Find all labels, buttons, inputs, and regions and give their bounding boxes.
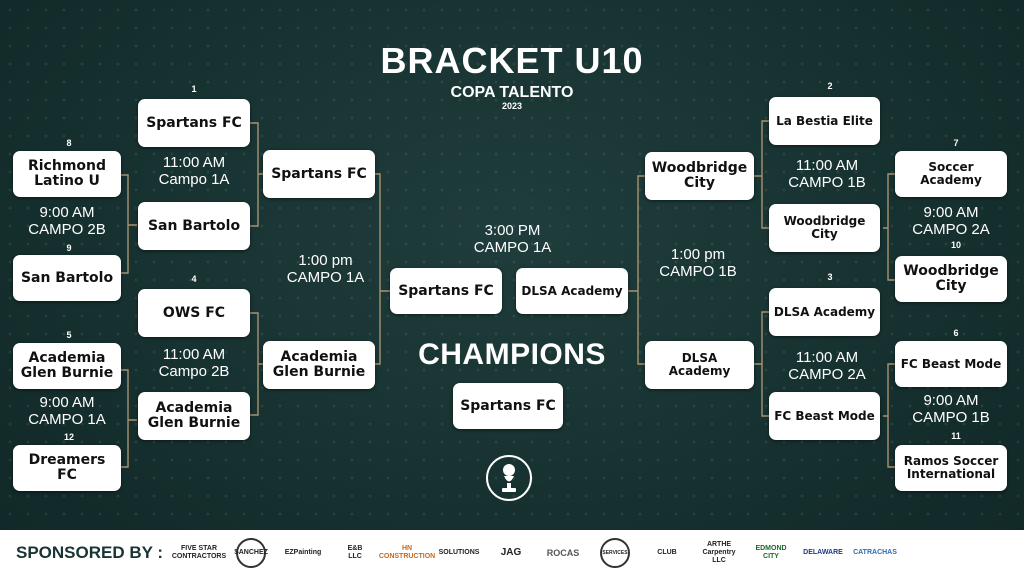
team-slot[interactable]: La Bestia Elite <box>769 97 880 145</box>
team-slot[interactable]: DLSA Academy <box>645 341 754 389</box>
connector-line <box>754 311 769 417</box>
team-slot[interactable]: Dreamers FC <box>13 445 121 491</box>
sponsor-logo: EDMOND CITY <box>755 545 787 560</box>
seed-number: 3 <box>827 272 833 282</box>
match-time-venue: 1:00 pm CAMPO 1B <box>659 246 737 280</box>
seed-number: 5 <box>66 330 72 340</box>
sponsor-logo: CATRACHAS <box>853 549 897 556</box>
team-slot[interactable]: Woodbridge City <box>645 152 754 200</box>
match-time-venue: 9:00 AM CAMPO 2B <box>28 204 106 238</box>
connector-line <box>250 122 263 227</box>
sponsor-logo: ROCAS <box>546 548 580 558</box>
seed-number: 11 <box>951 431 961 441</box>
connector-line <box>628 175 645 365</box>
match-time-venue: 11:00 AM CAMPO 1B <box>788 157 866 191</box>
sponsor-logo: SERVICES <box>600 538 630 568</box>
tournament-year: 2023 <box>501 101 523 111</box>
team-slot[interactable]: Woodbridge City <box>769 204 880 252</box>
match-time-venue: 9:00 AM CAMPO 2A <box>912 204 990 238</box>
connector-line <box>250 312 263 416</box>
connector-line <box>375 173 390 365</box>
match-time-venue: 11:00 AM CAMPO 2A <box>788 349 866 383</box>
sponsor-logo: DELAWARE <box>803 549 843 556</box>
seed-number: 12 <box>63 432 74 442</box>
sponsor-logo: ARTHE Carpentry LLC <box>702 541 736 564</box>
team-slot[interactable]: FC Beast Mode <box>895 341 1007 387</box>
team-slot[interactable]: Woodbridge City <box>895 256 1007 302</box>
match-time-venue: 1:00 pm CAMPO 1A <box>286 252 365 286</box>
sponsor-logos: FIVE STAR CONTRACTORS SANCHEZ EZPainting… <box>171 538 898 568</box>
team-slot[interactable]: Spartans FC <box>263 150 375 198</box>
finalist-right[interactable]: DLSA Academy <box>516 268 628 314</box>
champions-title: CHAMPIONS <box>418 338 606 371</box>
sponsor-logo: FIVE STAR CONTRACTORS <box>171 545 227 560</box>
seed-number: 7 <box>953 138 959 148</box>
team-slot[interactable]: FC Beast Mode <box>769 392 880 440</box>
match-time-venue: 9:00 AM CAMPO 1A <box>28 394 106 428</box>
sponsored-by-label: SPONSORED BY : <box>16 543 164 562</box>
sponsor-logo: EZPainting <box>284 549 322 556</box>
seed-number: 1 <box>191 84 197 94</box>
sponsor-logo: E&B LLC <box>347 545 363 560</box>
match-time-venue: 9:00 AM CAMPO 1B <box>912 392 990 426</box>
connector-line <box>883 173 895 281</box>
sponsor-logo: HN CONSTRUCTION <box>378 545 436 560</box>
seed-number: 8 <box>66 138 72 148</box>
background-pattern <box>0 0 1024 530</box>
tournament-name: COPA TALENTO <box>450 84 574 101</box>
team-slot[interactable]: Academia Glen Burnie <box>13 343 121 389</box>
seed-number: 4 <box>191 274 197 284</box>
seed-number: 10 <box>950 240 961 250</box>
connector-line <box>121 369 137 468</box>
connector-line <box>121 174 137 274</box>
team-slot[interactable]: Richmond Latino U <box>13 151 121 197</box>
sponsor-logo: SANCHEZ <box>234 538 268 568</box>
trophy-icon <box>486 455 532 501</box>
champion-team[interactable]: Spartans FC <box>453 383 563 429</box>
match-time-venue: 11:00 AM Campo 1A <box>158 154 230 188</box>
team-slot[interactable]: DLSA Academy <box>769 288 880 336</box>
seed-number: 6 <box>953 328 959 338</box>
bracket-title: BRACKET U10 <box>380 40 644 81</box>
connector-line <box>883 363 895 468</box>
team-slot[interactable]: Academia Glen Burnie <box>138 392 250 440</box>
team-slot[interactable]: Soccer Academy <box>895 151 1007 197</box>
team-slot[interactable]: San Bartolo <box>13 255 121 301</box>
sponsor-logo: JAG <box>500 547 522 558</box>
sponsor-bar: SPONSORED BY : FIVE STAR CONTRACTORS SAN… <box>0 530 1024 576</box>
team-slot[interactable]: Spartans FC <box>138 99 250 147</box>
team-slot[interactable]: Academia Glen Burnie <box>263 341 375 389</box>
seed-number: 9 <box>66 243 72 253</box>
final-time-venue: 3:00 PM CAMPO 1A <box>473 222 552 256</box>
sponsor-logo: SOLUTIONS <box>438 549 480 556</box>
match-time-venue: 11:00 AM Campo 2B <box>158 346 230 380</box>
bracket-lines <box>121 120 895 468</box>
seed-number: 2 <box>827 81 833 91</box>
team-slot[interactable]: San Bartolo <box>138 202 250 250</box>
team-slot[interactable]: Ramos Soccer International <box>895 445 1007 491</box>
connector-line <box>754 120 769 229</box>
sponsor-logo: CLUB <box>657 549 677 556</box>
finalist-left[interactable]: Spartans FC <box>390 268 502 314</box>
team-slot[interactable]: OWS FC <box>138 289 250 337</box>
